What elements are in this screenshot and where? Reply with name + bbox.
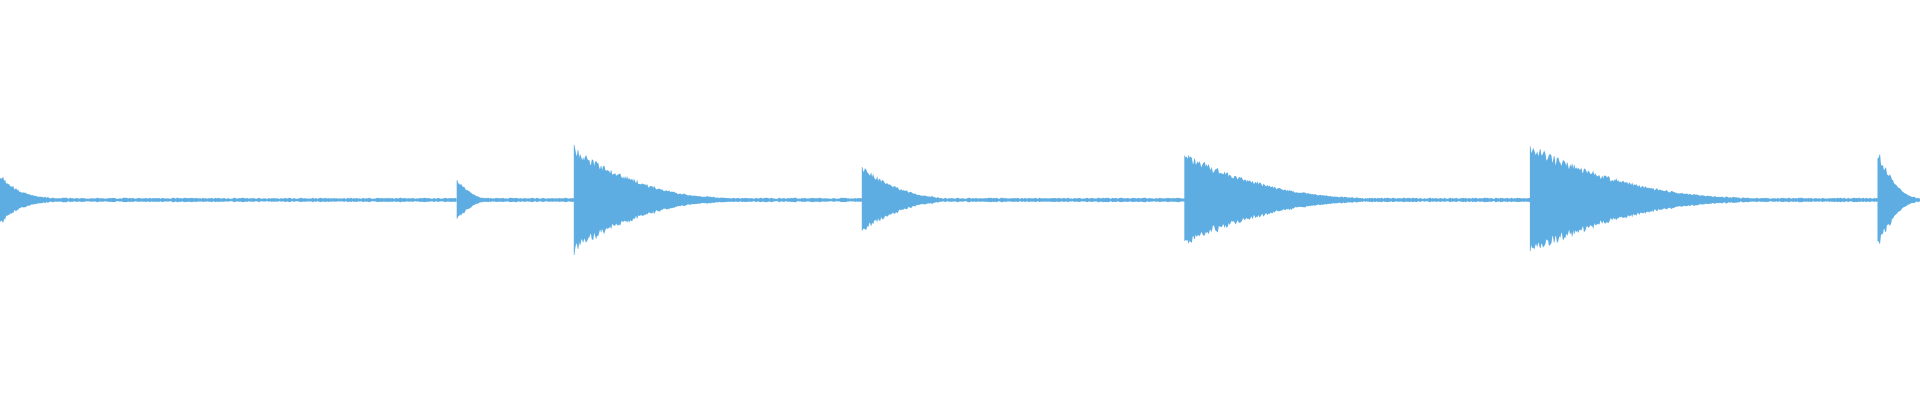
waveform-segments: [0, 144, 1920, 256]
waveform-segment: [1877, 154, 1920, 245]
waveform-segment: [1529, 146, 1878, 252]
waveform-segment: [456, 180, 575, 219]
waveform-segment: [1184, 154, 1530, 244]
waveform-segment: [573, 144, 863, 256]
waveform-segment: [861, 167, 1185, 231]
waveform-segment: [0, 176, 457, 223]
